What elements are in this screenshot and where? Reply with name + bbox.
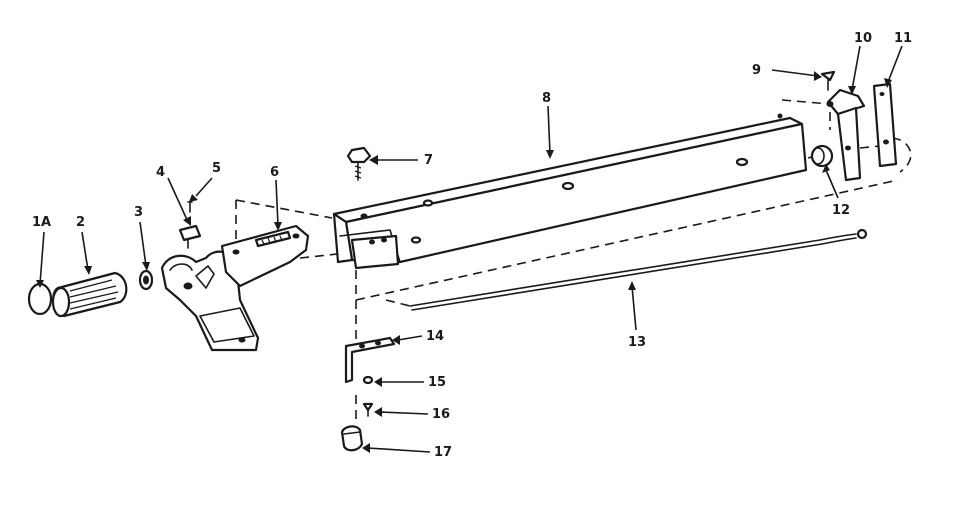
callout-12: 12: [832, 203, 850, 218]
part-12-end-plug: [810, 144, 834, 168]
part-17-foot-pad: [340, 425, 364, 452]
callout-14: 14: [426, 329, 444, 344]
callout-6: 6: [270, 165, 279, 180]
part-1a-end-cap: [27, 282, 53, 316]
callout-labels: 1A 2 3 4 5 6 7 8 9 10 11 12 13 14 15 16 …: [32, 31, 912, 460]
part-11-rear-plate: [872, 82, 898, 168]
part-9-screw: [820, 70, 836, 91]
callout-4: 4: [156, 165, 165, 180]
callout-8: 8: [542, 91, 551, 106]
part-2-handle-grip: [51, 271, 128, 318]
callout-15: 15: [428, 375, 446, 390]
callout-9: 9: [752, 63, 761, 78]
part-13-rod: [409, 228, 868, 311]
part-16-screw: [362, 402, 374, 417]
part-8-guide-rail: [332, 113, 808, 270]
callout-16: 16: [432, 407, 450, 422]
part-15-nut: [362, 375, 374, 385]
callout-10: 10: [854, 31, 872, 46]
callout-3: 3: [134, 205, 143, 220]
callout-11: 11: [894, 31, 912, 46]
callout-13: 13: [628, 335, 646, 350]
part-7-bolt: [346, 146, 372, 181]
callout-2: 2: [76, 215, 85, 230]
part-4-lock-plate: [178, 224, 202, 249]
part-3-washer: [138, 269, 154, 291]
callout-17: 17: [434, 445, 452, 460]
part-14-bracket: [344, 336, 396, 384]
callout-1a: 1A: [32, 215, 51, 230]
leader-lines: [36, 45, 903, 453]
part-5-screw: [187, 201, 193, 213]
part-6-clamp-bracket: [220, 224, 310, 288]
callout-7: 7: [424, 153, 433, 168]
part-10-rear-bracket: [826, 88, 866, 182]
callout-5: 5: [212, 161, 221, 176]
